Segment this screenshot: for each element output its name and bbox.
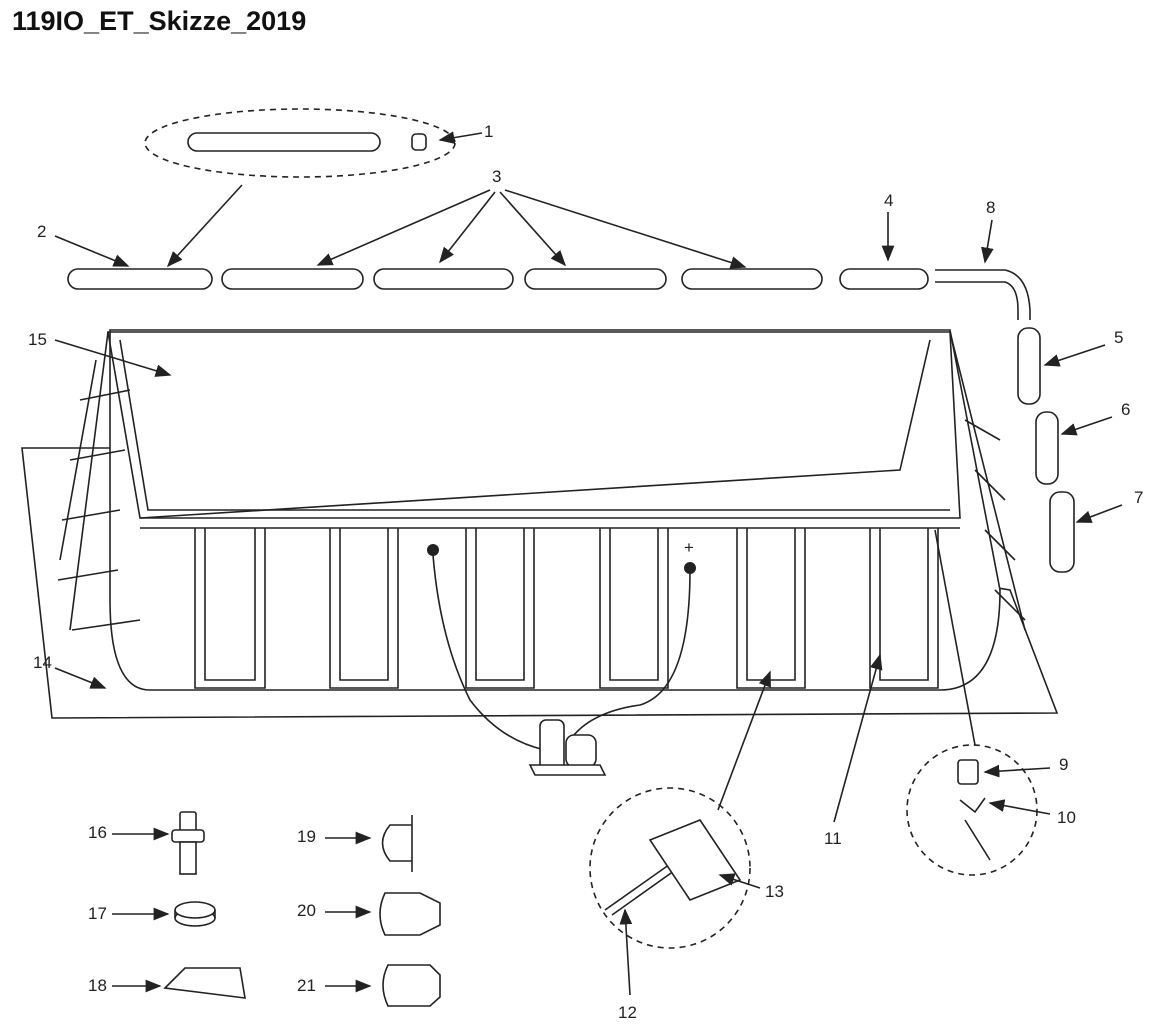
label-part-3: 3 bbox=[492, 167, 501, 186]
label-part-10: 10 bbox=[1057, 808, 1076, 827]
label-part-4: 4 bbox=[884, 191, 893, 210]
label-part-11: 11 bbox=[824, 829, 842, 848]
label-part-14: 14 bbox=[33, 653, 52, 672]
label-part-5: 5 bbox=[1114, 328, 1123, 347]
diagram-title: 119IO_ET_Skizze_2019 bbox=[12, 6, 307, 36]
label-part-19: 19 bbox=[297, 827, 316, 846]
part-18-patch bbox=[163, 967, 246, 999]
label-part-9: 9 bbox=[1059, 755, 1068, 774]
part-19 bbox=[381, 815, 413, 872]
part-1-group bbox=[144, 108, 456, 178]
detail-9-10 bbox=[906, 529, 1038, 876]
label-part-2: 2 bbox=[37, 222, 46, 241]
label-part-6: 6 bbox=[1121, 400, 1130, 419]
filter-pump bbox=[427, 544, 696, 776]
part-20 bbox=[379, 892, 441, 936]
label-part-8: 8 bbox=[986, 198, 995, 217]
label-part-13: 13 bbox=[765, 882, 784, 901]
label-part-18: 18 bbox=[88, 976, 107, 995]
rail-pipes bbox=[67, 268, 1031, 320]
label-part-7: 7 bbox=[1134, 488, 1143, 507]
pool-legs bbox=[194, 528, 939, 689]
label-part-1: 1 bbox=[484, 122, 493, 141]
plus-mark: + bbox=[684, 538, 694, 557]
label-part-20: 20 bbox=[297, 901, 316, 920]
callout-arrows bbox=[54, 131, 1123, 996]
label-part-21: 21 bbox=[297, 976, 316, 995]
side-ladder-right bbox=[964, 419, 1026, 621]
label-part-16: 16 bbox=[88, 823, 107, 842]
label-part-12: 12 bbox=[618, 1003, 637, 1022]
part-16-valve bbox=[171, 811, 205, 875]
pool-body bbox=[57, 329, 1026, 691]
label-part-15: 15 bbox=[28, 330, 47, 349]
vertical-leg-parts bbox=[1017, 327, 1075, 573]
side-ladder-left bbox=[57, 389, 141, 631]
label-part-17: 17 bbox=[88, 904, 107, 923]
part-21 bbox=[382, 964, 441, 1007]
detail-12-13 bbox=[589, 787, 751, 949]
part-17-seal bbox=[174, 901, 216, 927]
